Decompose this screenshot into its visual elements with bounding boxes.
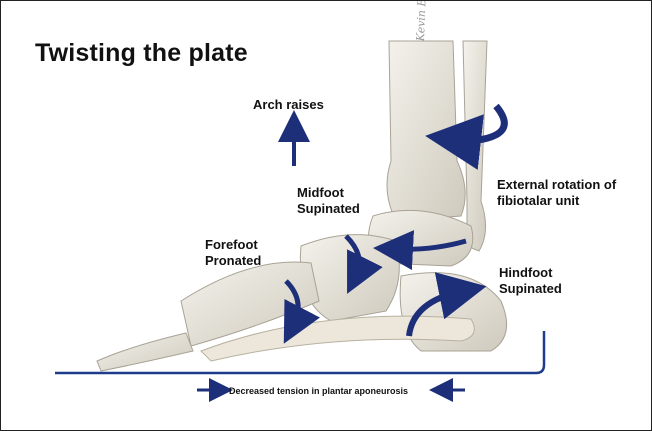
label-hindfoot-line2: Supinated	[499, 281, 562, 297]
toe-bones	[97, 333, 193, 371]
label-external-line2: fibiotalar unit	[497, 193, 616, 209]
label-forefoot-line2: Pronated	[205, 253, 261, 269]
label-arch-raises: Arch raises	[253, 97, 324, 113]
label-hindfoot: Hindfoot Supinated	[499, 265, 562, 297]
label-forefoot-line1: Forefoot	[205, 237, 261, 253]
label-midfoot: Midfoot Supinated	[297, 185, 360, 217]
label-midfoot-line2: Supinated	[297, 201, 360, 217]
label-external-line1: External rotation of	[497, 177, 616, 193]
tibia-bone	[387, 41, 465, 221]
label-hindfoot-line1: Hindfoot	[499, 265, 562, 281]
label-forefoot: Forefoot Pronated	[205, 237, 261, 269]
label-external-rotation: External rotation of fibiotalar unit	[497, 177, 616, 209]
label-midfoot-line1: Midfoot	[297, 185, 360, 201]
fibula-bone	[463, 41, 487, 251]
midfoot-bones	[300, 235, 399, 321]
caption-plantar: Decreased tension in plantar aponeurosis	[229, 386, 408, 396]
